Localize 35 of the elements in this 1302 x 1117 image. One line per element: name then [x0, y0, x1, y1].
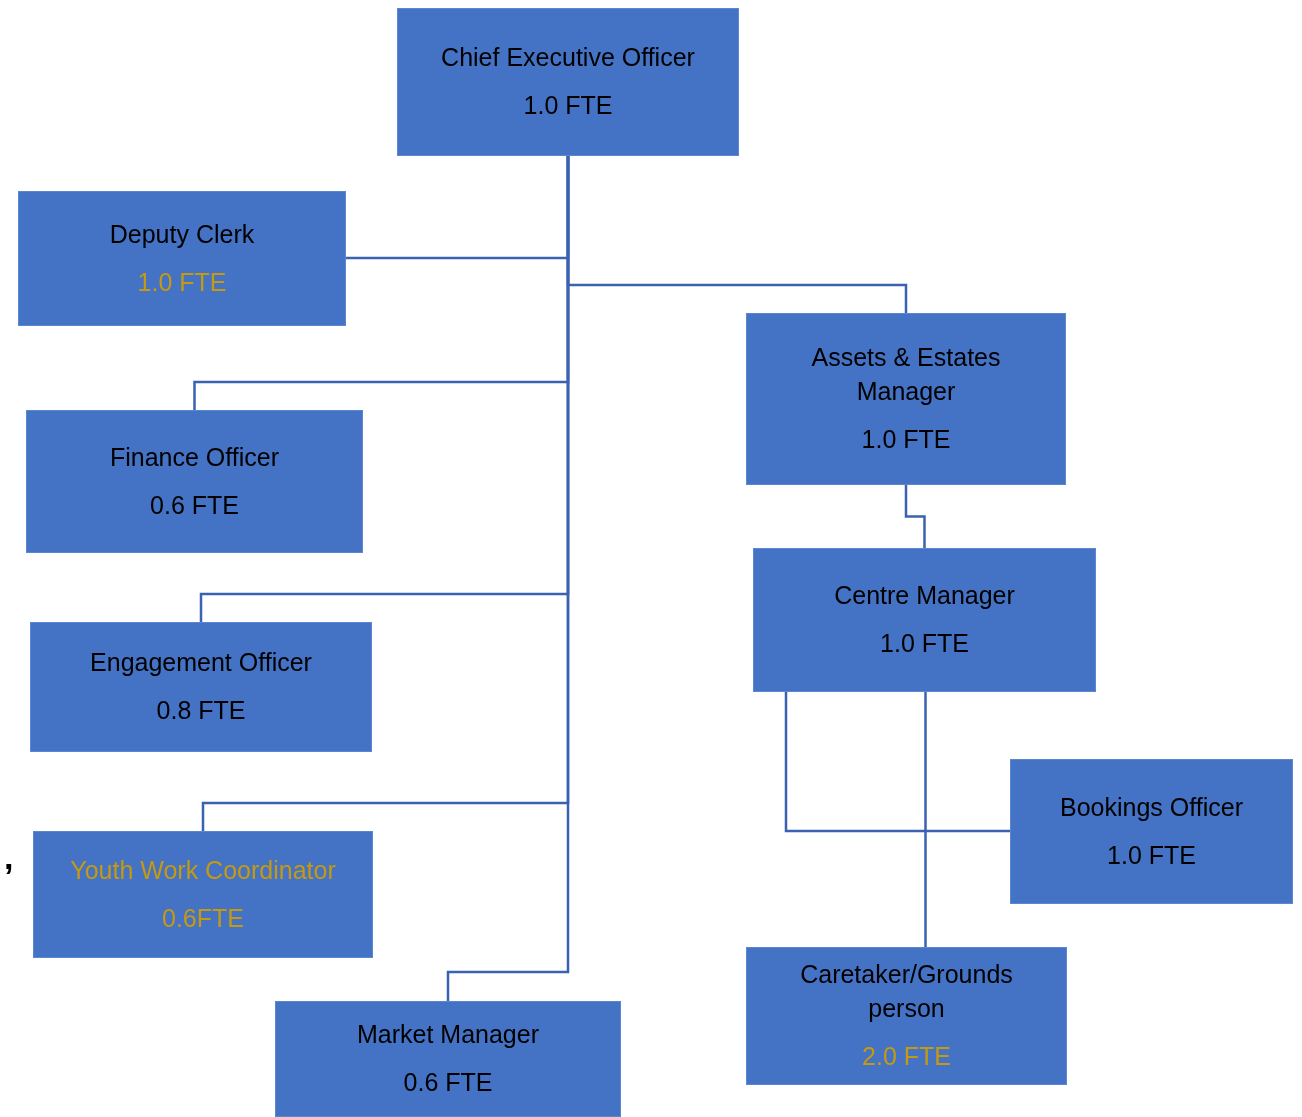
connector-line: [904, 485, 926, 548]
fte-text: 1.0 FTE: [1107, 839, 1196, 871]
role-box: [397, 8, 739, 156]
role-title: Deputy Clerk: [109, 218, 255, 250]
role-title: Assets & Estates Manager: [810, 342, 1002, 408]
fte-text: 0.6 FTE: [403, 1067, 493, 1098]
connector-line: [784, 692, 1010, 833]
role-title: Finance Officer: [109, 441, 280, 473]
role-title: Market Manager: [357, 1019, 539, 1051]
fte-text: 0.6FTE: [162, 902, 244, 934]
role-box: [30, 622, 372, 752]
fte-text: 2.0 FTE: [862, 1040, 951, 1072]
role-box: [753, 548, 1096, 692]
role-box: [33, 831, 373, 958]
role-title: Bookings Officer: [1060, 791, 1243, 823]
role-title: Caretaker/Grounds person: [799, 959, 1014, 1025]
role-title: Chief Executive Officer: [441, 42, 695, 74]
connector-line: [446, 156, 570, 1001]
role-title: Youth Work Coordinator: [70, 854, 336, 886]
role-title: Engagement Officer: [90, 647, 312, 679]
role-box: [18, 191, 346, 326]
role-title: Centre Manager: [834, 580, 1015, 612]
fte-text: 0.8 FTE: [156, 695, 246, 726]
role-box: [1010, 759, 1293, 904]
fte-text: 0.6 FTE: [150, 489, 239, 521]
role-box: [26, 410, 363, 553]
connector-line: [924, 692, 927, 947]
role-box: [746, 947, 1067, 1085]
fte-text: 1.0 FTE: [880, 628, 969, 659]
fte-text: 1.0 FTE: [861, 423, 951, 455]
fte-text: 1.0 FTE: [523, 90, 613, 121]
stray-mark: ,: [4, 838, 14, 877]
role-box: [275, 1001, 621, 1117]
role-box: [746, 313, 1066, 485]
fte-text: 1.0 FTE: [137, 266, 227, 298]
